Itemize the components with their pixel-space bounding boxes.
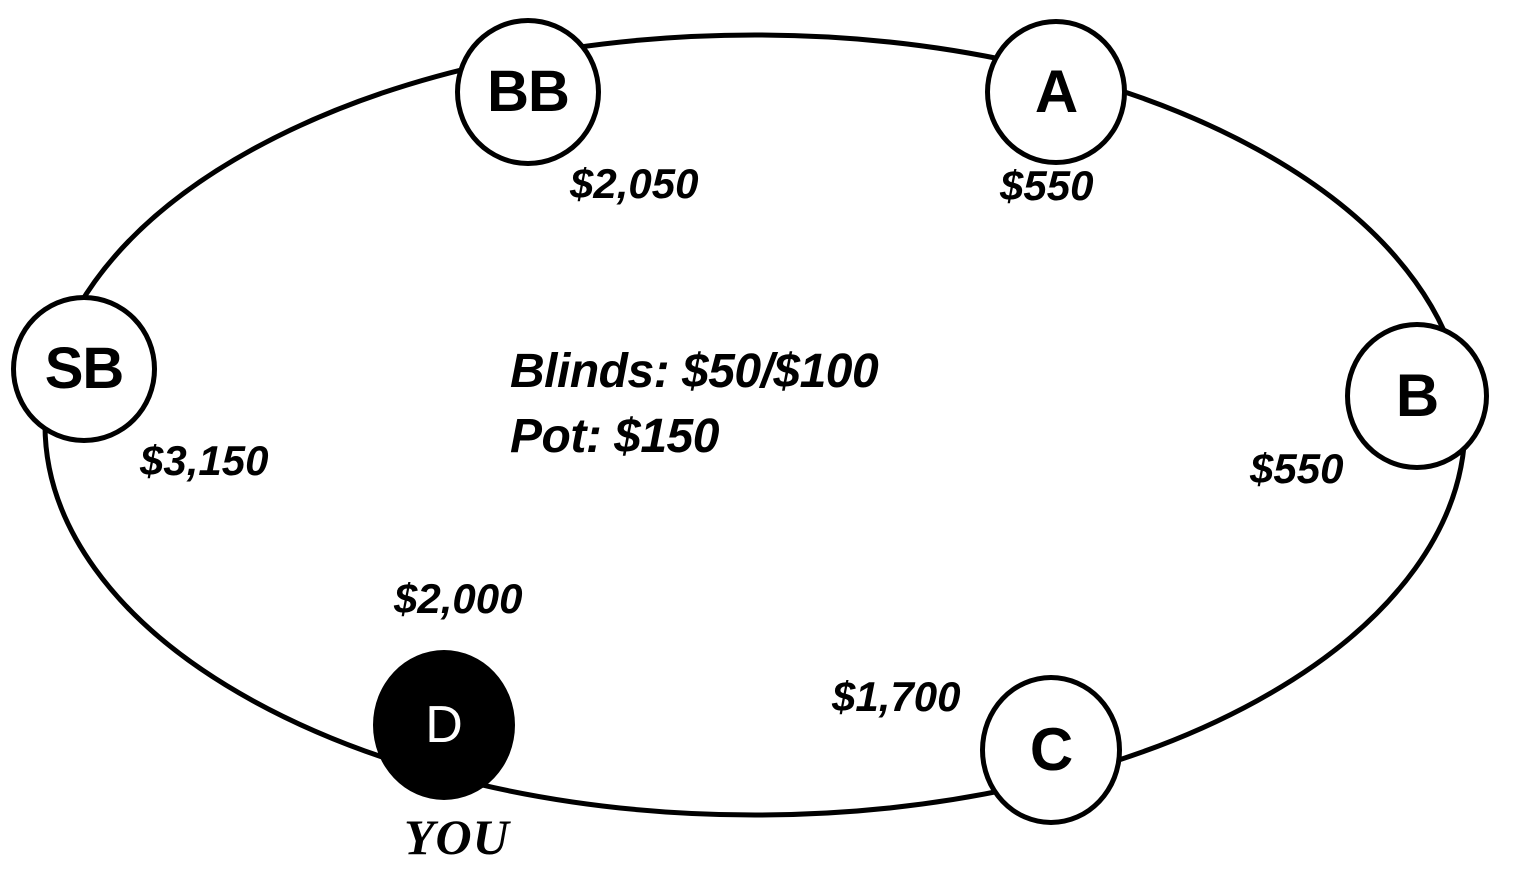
seat-c[interactable]: C xyxy=(980,675,1122,825)
center-info-block: Blinds: $50/$100 Pot: $150 xyxy=(510,340,879,470)
seat-a[interactable]: A xyxy=(985,19,1127,165)
seat-bb[interactable]: BB xyxy=(455,18,601,166)
stack-label-bb: $2,050 xyxy=(570,160,699,207)
seat-sb-label: SB xyxy=(44,336,125,401)
seat-a-label: A xyxy=(1034,58,1078,125)
seat-c-label: C xyxy=(1029,716,1073,783)
blinds-line: Blinds: $50/$100 xyxy=(510,345,879,398)
seat-d-dealer[interactable]: D xyxy=(373,650,515,800)
you-annotation: YOU xyxy=(404,809,510,865)
seat-b-label: B xyxy=(1395,362,1439,429)
pot-line: Pot: $150 xyxy=(510,409,719,463)
stack-label-c: $1,700 xyxy=(832,673,961,720)
seat-bb-label: BB xyxy=(487,59,570,124)
seat-d-label: D xyxy=(425,696,463,754)
stack-label-b: $550 xyxy=(1250,445,1344,492)
seat-sb[interactable]: SB xyxy=(11,295,157,443)
stack-label-d: $2,000 xyxy=(394,575,523,622)
stack-label-sb: $3,150 xyxy=(140,437,269,484)
stack-label-a: $550 xyxy=(1000,162,1094,209)
seat-b[interactable]: B xyxy=(1345,322,1489,470)
